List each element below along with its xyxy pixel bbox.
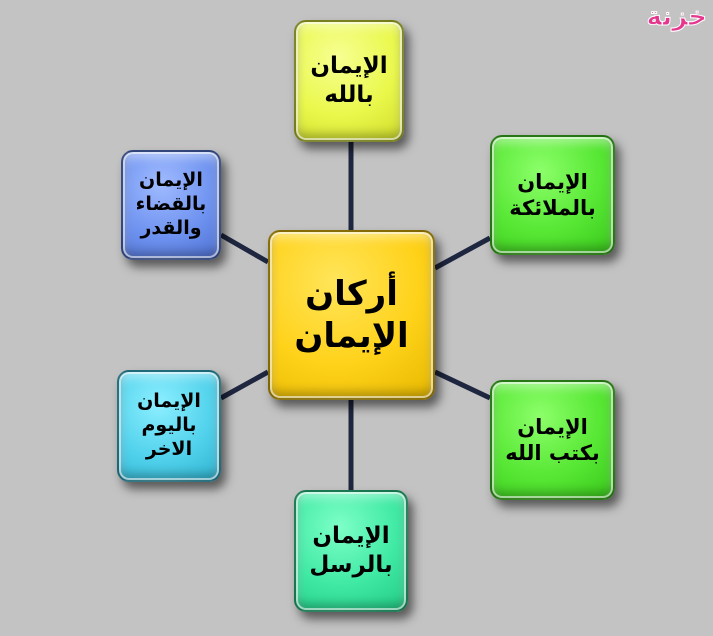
node-belief-in-books: الإيمان بكتب الله (490, 380, 615, 500)
node-belief-in-messengers: الإيمان بالرسل (294, 490, 408, 612)
connector-bottom-right (433, 369, 492, 401)
central-node-line1: أركان (305, 273, 398, 314)
node-decree-line3: والقدر (140, 216, 202, 239)
node-belief-in-last-day: الإيمان باليوم الاخر (117, 370, 221, 482)
node-decree-line2: بالقضاء (135, 193, 207, 216)
connector-bottom-left (219, 369, 270, 401)
node-books-line2: بكتب الله (505, 441, 600, 465)
central-node-pillars-of-faith: أركان الإيمان (268, 230, 435, 400)
node-belief-in-decree: الإيمان بالقضاء والقدر (121, 150, 221, 260)
node-allah-line2: بالله (324, 82, 374, 108)
node-last-day-line2: باليوم (141, 414, 197, 437)
connector-top-left (219, 232, 270, 265)
connector-top-right (433, 235, 492, 271)
central-node-line2: الإيمان (294, 316, 409, 356)
node-last-day-line3: الاخر (145, 437, 193, 460)
watermark-logo: خزنة (646, 2, 707, 33)
node-belief-in-allah: الإيمان بالله (294, 20, 404, 142)
node-messengers-line1: الإيمان (312, 523, 390, 550)
node-belief-in-angels: الإيمان بالملائكة (490, 135, 615, 255)
node-last-day-line1: الإيمان (137, 390, 201, 413)
node-messengers-line2: بالرسل (309, 552, 393, 578)
node-decree-line1: الإيمان (139, 169, 203, 192)
node-books-line1: الإيمان (517, 414, 588, 439)
node-allah-line1: الإيمان (310, 53, 388, 80)
node-angels-line1: الإيمان (517, 169, 588, 194)
node-angels-line2: بالملائكة (509, 196, 596, 220)
